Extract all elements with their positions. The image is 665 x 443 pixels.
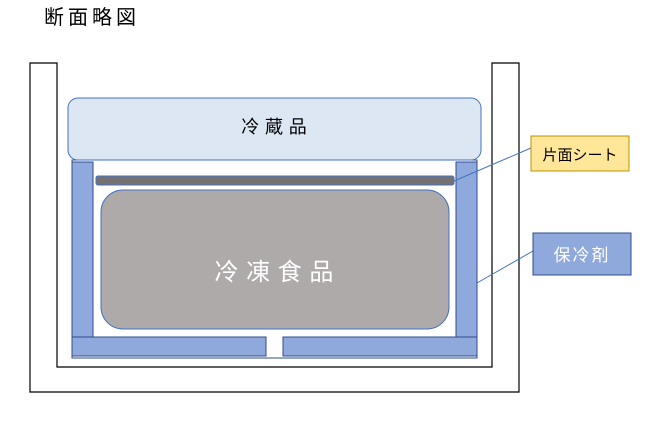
ice-pack-left bbox=[71, 161, 94, 339]
single-sided-sheet bbox=[95, 175, 455, 186]
frozen-food-label: 冷 凍 食 品 bbox=[215, 258, 334, 286]
sheet-callout-box bbox=[530, 135, 630, 172]
ice-pack-leader-line bbox=[476, 250, 534, 284]
refrigerated-goods-box bbox=[67, 97, 482, 161]
sheet-leader-line bbox=[453, 147, 532, 182]
refrigerated-goods-label: 冷 蔵 品 bbox=[241, 117, 306, 138]
sheet-callout-label: 片面シート bbox=[542, 146, 617, 164]
ice-pack-callout-box bbox=[532, 232, 632, 276]
outer-container bbox=[29, 62, 520, 393]
ice-pack-bottom-left bbox=[71, 336, 267, 357]
frozen-food-box bbox=[100, 189, 450, 330]
diagram-title: 断面略図 bbox=[44, 5, 140, 29]
ice-pack-bottom-right bbox=[282, 336, 478, 357]
ice-pack-callout-label: 保冷剤 bbox=[554, 246, 611, 266]
ice-pack-right bbox=[455, 161, 478, 339]
